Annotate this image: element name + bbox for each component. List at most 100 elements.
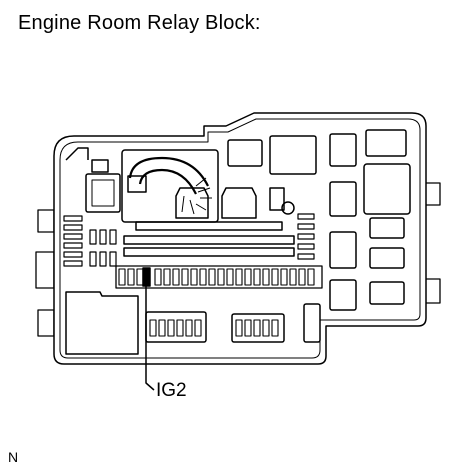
fuse-slot: [271, 268, 279, 286]
fuse-r5: [369, 217, 405, 239]
center-bars: [123, 221, 295, 257]
connector-pin: [158, 319, 166, 337]
vent-right: [297, 253, 315, 260]
fuse-slot: [280, 268, 288, 286]
housing-inner-outline: [59, 118, 421, 359]
fuse-slot: [262, 268, 270, 286]
harness-clip: [127, 175, 147, 193]
right-fuse-column: [329, 129, 411, 311]
mini-fuse: [89, 251, 97, 267]
footnote-code: N: [8, 449, 19, 465]
fuse-r8: [329, 279, 357, 311]
right-vents: [297, 213, 315, 260]
harness-strands: [181, 177, 212, 215]
connector-pin: [149, 319, 157, 337]
fuse-row: [118, 268, 315, 286]
bar-2: [123, 235, 295, 245]
mini-fuse: [109, 229, 117, 245]
ig2-label: IG2: [156, 380, 187, 401]
connector-pin: [176, 319, 184, 337]
connector-pin: [262, 319, 270, 337]
connector-pin: [185, 319, 193, 337]
relay-left-inner: [91, 179, 115, 207]
relay-small-top: [91, 159, 109, 173]
housing-outline: [53, 112, 427, 365]
left-upper-components: [65, 147, 121, 213]
fuse-slot: [289, 268, 297, 286]
fuse-r1: [329, 133, 357, 167]
fuse-r7: [369, 247, 405, 269]
mini-fuse: [109, 251, 117, 267]
fuse-slot: [217, 268, 225, 286]
top-relays: [227, 135, 317, 175]
relay-r4: [363, 163, 411, 215]
fuse-slot: [154, 268, 162, 286]
fuse-slot: [172, 268, 180, 286]
vent-right: [297, 223, 315, 230]
vent-left: [63, 233, 83, 240]
fuse-slot: [118, 268, 126, 286]
relay-left: [85, 173, 121, 213]
fuse-r6: [329, 231, 357, 269]
fuse-slot: [190, 268, 198, 286]
mini-fuse: [99, 251, 107, 267]
mini-fuse: [99, 229, 107, 245]
vent-left: [63, 224, 83, 231]
bar-1: [135, 221, 283, 231]
vent-left: [63, 215, 83, 222]
fuse-slot: [235, 268, 243, 286]
connector-center-left: [175, 187, 209, 219]
harness-bundle-outer: [128, 156, 209, 187]
fuse-r2: [365, 129, 407, 157]
fuse-slot: [199, 268, 207, 286]
ig2-fuse-highlight: [142, 267, 151, 287]
fuse-slot: [307, 268, 315, 286]
connector-center-right: [221, 187, 257, 219]
bottom-small-block: [303, 303, 321, 343]
diagram-title: Engine Room Relay Block:: [18, 12, 261, 34]
small-bracket: [65, 147, 89, 161]
connector-pin: [244, 319, 252, 337]
vent-right: [297, 243, 315, 250]
bar-3: [123, 247, 295, 257]
connector-bottom-left-pins: [149, 319, 202, 337]
bottom-left-relay: [65, 291, 139, 355]
left-vents: [63, 215, 83, 267]
vent-left: [63, 260, 83, 267]
fuse-slot: [127, 268, 135, 286]
vent-left: [63, 242, 83, 249]
ig2-leader-line: [145, 286, 155, 391]
fuse-r9: [369, 281, 405, 305]
tab-left-middle: [35, 251, 55, 289]
connector-pin: [235, 319, 243, 337]
mini-fuse: [89, 229, 97, 245]
vent-right: [297, 213, 315, 220]
fuse-slot: [226, 268, 234, 286]
connector-pin: [167, 319, 175, 337]
fuse-slot: [298, 268, 306, 286]
connector-small: [269, 187, 285, 211]
relay-top-1: [227, 139, 263, 167]
mount-hole: [281, 201, 295, 215]
fuse-slot: [208, 268, 216, 286]
bottom-left-block: [65, 291, 139, 355]
relay-top-2: [269, 135, 317, 175]
connector-pin: [253, 319, 261, 337]
fuse-row-frame: [115, 265, 323, 289]
connector-pin: [271, 319, 279, 337]
vent-left: [63, 251, 83, 258]
connector-bottom-right: [231, 313, 285, 343]
vent-right: [297, 233, 315, 240]
fuse-slot: [244, 268, 252, 286]
center-connectors: [175, 187, 295, 219]
tab-left-bottom: [37, 309, 55, 337]
fuse-slot: [253, 268, 261, 286]
fuse-slot: [163, 268, 171, 286]
connector-pin: [194, 319, 202, 337]
harness-bundle-inner: [138, 168, 197, 195]
connector-bottom-right-pins: [235, 319, 279, 337]
fuse-r3: [329, 181, 357, 217]
left-fuse-grid: [89, 229, 117, 267]
fuse-slot: [181, 268, 189, 286]
